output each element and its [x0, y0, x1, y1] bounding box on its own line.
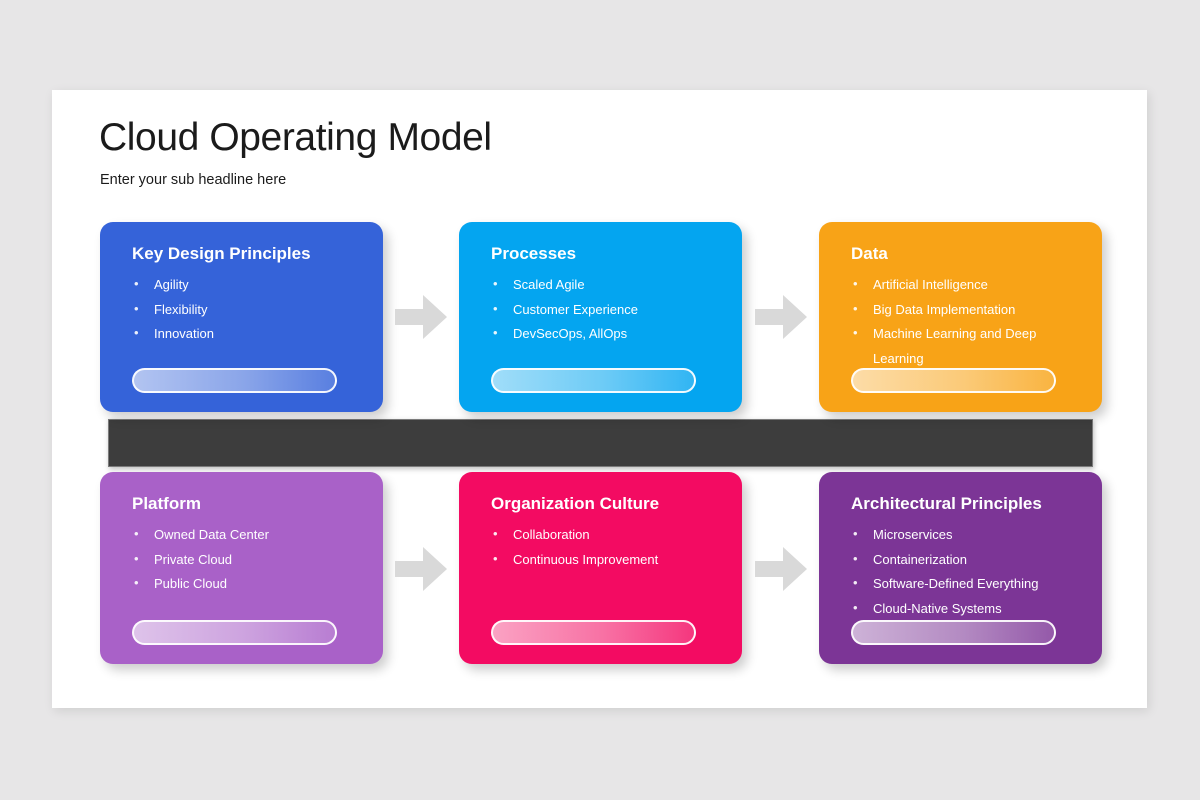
- bullet-item: Collaboration: [491, 522, 696, 548]
- card-bullet-list: Owned Data CenterPrivate CloudPublic Clo…: [132, 522, 361, 597]
- bullet-item: Flexibility: [132, 297, 337, 323]
- card-progress-pill[interactable]: [851, 368, 1056, 393]
- card-bullet-list: Artificial IntelligenceBig Data Implemen…: [851, 272, 1080, 371]
- card-title: Data: [851, 244, 888, 263]
- bullet-item: Innovation: [132, 321, 337, 347]
- card-title: Organization Culture: [491, 494, 660, 513]
- card-progress-pill[interactable]: [491, 368, 696, 393]
- bullet-item: Artificial Intelligence: [851, 272, 1056, 298]
- divider-bar: [108, 419, 1093, 467]
- slide-canvas: Cloud Operating Model Enter your sub hea…: [52, 90, 1147, 708]
- arrow-right-icon: [753, 542, 809, 596]
- card-progress-pill[interactable]: [491, 620, 696, 645]
- card-progress-pill[interactable]: [132, 368, 337, 393]
- card-processes[interactable]: ProcessesScaled AgileCustomer Experience…: [459, 222, 742, 412]
- card-data[interactable]: DataArtificial IntelligenceBig Data Impl…: [819, 222, 1102, 412]
- bullet-item: Agility: [132, 272, 337, 298]
- bullet-item: Owned Data Center: [132, 522, 337, 548]
- arrow-right-icon: [393, 290, 449, 344]
- card-bullet-list: CollaborationContinuous Improvement: [491, 522, 720, 573]
- card-architectural-principles[interactable]: Architectural PrinciplesMicroservicesCon…: [819, 472, 1102, 664]
- card-progress-pill[interactable]: [132, 620, 337, 645]
- page-subtitle: Enter your sub headline here: [100, 172, 287, 188]
- card-bullet-list: Scaled AgileCustomer ExperienceDevSecOps…: [491, 272, 720, 347]
- bullet-item: Big Data Implementation: [851, 297, 1056, 323]
- card-bullet-list: AgilityFlexibilityInnovation: [132, 272, 361, 347]
- arrow-right-icon: [753, 290, 809, 344]
- bullet-item: DevSecOps, AllOps: [491, 321, 696, 347]
- bullet-item: Software-Defined Everything: [851, 571, 1056, 597]
- card-bullet-list: MicroservicesContainerizationSoftware-De…: [851, 522, 1080, 622]
- bullet-item: Machine Learning and Deep Learning: [851, 321, 1056, 371]
- arrow-right-icon: [393, 542, 449, 596]
- bullet-item: Private Cloud: [132, 547, 337, 573]
- card-title: Processes: [491, 244, 577, 263]
- bullet-item: Continuous Improvement: [491, 547, 696, 573]
- bullet-item: Scaled Agile: [491, 272, 696, 298]
- bullet-item: Microservices: [851, 522, 1056, 548]
- bullet-item: Public Cloud: [132, 571, 337, 597]
- card-row-top: Key Design PrinciplesAgilityFlexibilityI…: [52, 222, 1147, 412]
- bullet-item: Customer Experience: [491, 297, 696, 323]
- card-progress-pill[interactable]: [851, 620, 1056, 645]
- card-key-design-principles[interactable]: Key Design PrinciplesAgilityFlexibilityI…: [100, 222, 383, 412]
- card-platform[interactable]: PlatformOwned Data CenterPrivate CloudPu…: [100, 472, 383, 664]
- card-row-bottom: PlatformOwned Data CenterPrivate CloudPu…: [52, 472, 1147, 664]
- card-title: Platform: [132, 494, 201, 513]
- bullet-item: Cloud-Native Systems: [851, 596, 1056, 622]
- card-title: Key Design Principles: [132, 244, 311, 263]
- card-title: Architectural Principles: [851, 494, 1042, 513]
- bullet-item: Containerization: [851, 547, 1056, 573]
- card-organization-culture[interactable]: Organization CultureCollaborationContinu…: [459, 472, 742, 664]
- page-title: Cloud Operating Model: [99, 116, 492, 159]
